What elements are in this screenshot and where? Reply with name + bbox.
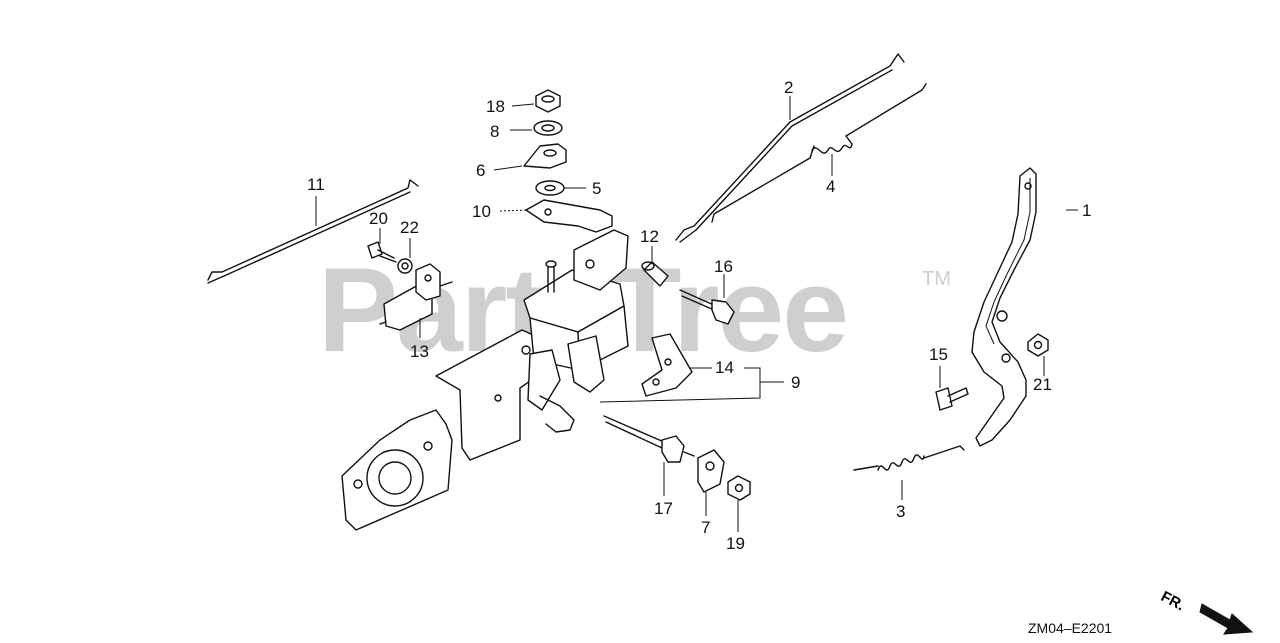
part-15-bolt	[935, 387, 969, 411]
diagram-code: ZM04–E2201	[1028, 620, 1113, 636]
callout-7[interactable]: 7	[701, 518, 711, 537]
part-2-rod	[675, 53, 905, 243]
leader-lines	[315, 96, 1078, 532]
part-1-lever	[971, 167, 1037, 447]
callout-11[interactable]: 11	[307, 175, 325, 194]
part-20-bolt	[367, 241, 397, 263]
callout-4[interactable]: 4	[826, 177, 836, 196]
callout-18[interactable]: 18	[486, 97, 505, 116]
watermark-trademark: TM	[922, 268, 951, 290]
callout-20[interactable]: 20	[369, 209, 388, 228]
callout-8[interactable]: 8	[490, 122, 500, 141]
part-14-bracket	[641, 333, 693, 397]
callout-19[interactable]: 19	[726, 534, 745, 553]
part-22-nut	[397, 258, 413, 274]
callout-12[interactable]: 12	[640, 227, 659, 246]
callout-13[interactable]: 13	[410, 342, 429, 361]
part-3-spring	[853, 445, 965, 471]
callout-2[interactable]: 2	[784, 78, 794, 97]
part-10-bracket	[525, 199, 613, 233]
part-5-washer	[535, 180, 565, 196]
part-7-clip	[697, 449, 725, 493]
part-12-collar	[641, 261, 669, 287]
callout-10[interactable]: 10	[472, 202, 491, 221]
callout-1[interactable]: 1	[1082, 201, 1092, 220]
part-6-plate	[523, 143, 567, 169]
callout-16[interactable]: 16	[714, 257, 733, 276]
part-11-rod	[207, 179, 419, 284]
callout-5[interactable]: 5	[592, 179, 602, 198]
part-4-spring-rod	[711, 83, 927, 223]
front-direction-indicator: FR.	[1158, 582, 1266, 638]
callout-17[interactable]: 17	[654, 499, 673, 518]
callout-9[interactable]: 9	[791, 373, 801, 392]
callout-22[interactable]: 22	[400, 218, 419, 237]
part-8-washer	[533, 120, 563, 136]
callout-15[interactable]: 15	[929, 345, 948, 364]
part-21-nut	[1027, 333, 1049, 357]
callout-21[interactable]: 21	[1033, 375, 1052, 394]
part-19-nut	[727, 475, 751, 501]
part-13-switch	[379, 263, 453, 331]
callout-6[interactable]: 6	[476, 161, 486, 180]
direction-arrow-icon	[1199, 603, 1254, 635]
part-17-screw	[603, 415, 695, 463]
part-16-bolt	[679, 289, 735, 325]
main-bracket	[341, 229, 629, 531]
callout-3[interactable]: 3	[896, 502, 906, 521]
callout-14[interactable]: 14	[715, 358, 734, 377]
part-18-nut	[535, 89, 561, 113]
